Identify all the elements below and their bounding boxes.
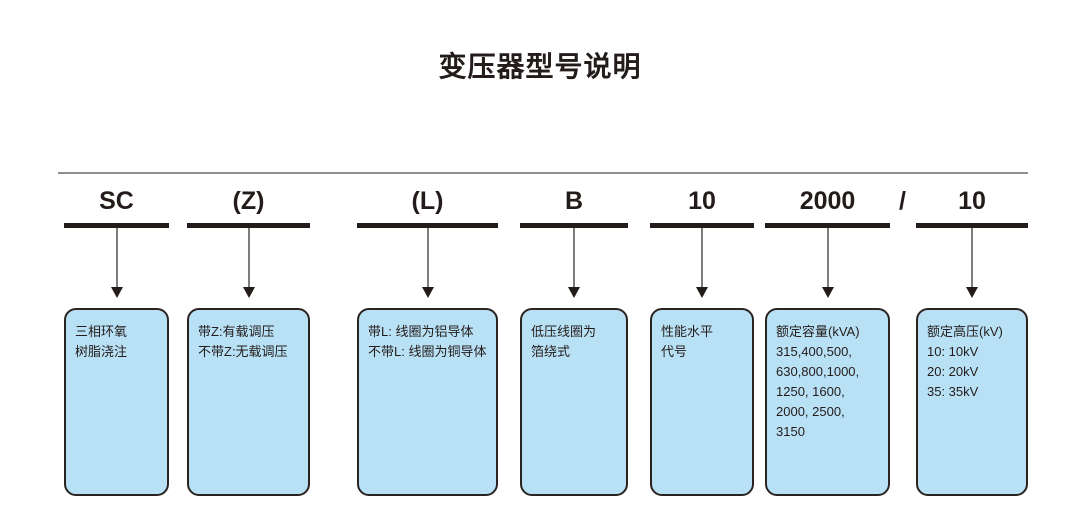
- arrow-shaft-low-voltage-winding: [573, 228, 575, 288]
- description-line: 带L: 线圈为铝导体: [368, 324, 474, 339]
- code-group-low-voltage-winding: B: [520, 185, 628, 228]
- arrow-shaft-winding-conductor: [426, 228, 429, 288]
- description-line: 1250, 1600,: [776, 384, 845, 399]
- arrow-head-winding-conductor: [421, 287, 434, 298]
- description-line: 带Z:有载调压: [198, 324, 275, 339]
- description-line: 630,800,1000,: [776, 364, 860, 379]
- code-label-performance-level: 10: [688, 187, 716, 215]
- description-line: 额定容量(kVA): [776, 324, 860, 339]
- description-box-tap-changer: 带Z:有载调压不带Z:无载调压: [187, 308, 310, 496]
- code-underline-performance-level: [650, 223, 754, 228]
- description-line: 35: 35kV: [927, 384, 979, 399]
- arrow-head-rated-capacity: [821, 287, 834, 298]
- code-underline-tap-changer: [187, 223, 310, 228]
- description-line: 不带L: 线圈为铜导体: [368, 344, 487, 359]
- arrow-shaft-tap-changer: [247, 228, 250, 288]
- arrow-head-performance-level: [696, 287, 708, 298]
- code-label-rated-high-voltage: 10: [958, 187, 986, 215]
- description-line: 315,400,500,: [776, 344, 852, 359]
- description-line: 额定高压(kV): [927, 324, 1003, 339]
- description-box-three-phase-epoxy-resin: 三相环氧树脂浇注: [64, 308, 169, 496]
- arrow-shaft-three-phase-epoxy-resin: [115, 228, 118, 288]
- description-box-winding-conductor: 带L: 线圈为铝导体不带L: 线圈为铜导体: [357, 308, 498, 496]
- arrow-shaft-rated-capacity: [826, 228, 829, 288]
- description-line: 三相环氧: [75, 324, 128, 339]
- arrow-shaft-performance-level: [701, 228, 703, 288]
- description-box-rated-capacity: 额定容量(kVA) 315,400,500, 630,800,1000, 1250, …: [765, 308, 890, 496]
- code-label-low-voltage-winding: B: [564, 187, 584, 215]
- code-group-tap-changer: (Z): [187, 185, 310, 228]
- page-title: 变压器型号说明: [438, 50, 642, 82]
- description-line: 不带Z:无载调压: [198, 344, 288, 359]
- description-box-performance-level: 性能水平代号: [650, 308, 754, 496]
- code-label-three-phase-epoxy-resin: SC: [99, 187, 134, 215]
- code-label-tap-changer: (Z): [232, 187, 265, 215]
- description-box-rated-high-voltage: 额定高压(kV) 10: 10kV 20: 20kV 35: 35kV: [916, 308, 1028, 496]
- code-group-rated-capacity: 2000: [765, 185, 890, 228]
- header-divider: [58, 172, 1028, 174]
- code-underline-winding-conductor: [357, 223, 498, 228]
- arrow-head-tap-changer: [242, 287, 255, 298]
- description-line: 2000, 2500,: [776, 404, 845, 419]
- arrow-head-low-voltage-winding: [568, 287, 580, 298]
- description-line: 代号: [661, 344, 688, 359]
- description-line: 箔绕式: [531, 344, 571, 359]
- code-underline-rated-high-voltage: [916, 223, 1028, 228]
- code-group-rated-high-voltage: 10: [916, 185, 1028, 228]
- code-separator-slash: /: [899, 187, 906, 215]
- code-group-performance-level: 10: [650, 185, 754, 228]
- description-line: 低压线圈为: [531, 324, 597, 339]
- description-box-low-voltage-winding: 低压线圈为箔绕式: [520, 308, 628, 496]
- code-underline-three-phase-epoxy-resin: [64, 223, 169, 228]
- description-line: 性能水平: [661, 324, 714, 339]
- arrow-head-rated-high-voltage: [966, 287, 978, 298]
- code-group-winding-conductor: (L): [357, 185, 498, 228]
- arrow-head-three-phase-epoxy-resin: [110, 287, 123, 298]
- code-underline-low-voltage-winding: [520, 223, 628, 228]
- description-line: 树脂浇注: [75, 344, 128, 359]
- description-line: 10: 10kV: [927, 344, 979, 359]
- code-underline-rated-capacity: [765, 223, 890, 228]
- code-group-three-phase-epoxy-resin: SC: [64, 185, 169, 228]
- code-label-winding-conductor: (L): [411, 187, 444, 215]
- description-line: 20: 20kV: [927, 364, 979, 379]
- arrow-shaft-rated-high-voltage: [971, 228, 973, 288]
- description-line: 3150: [776, 424, 805, 439]
- code-label-rated-capacity: 2000: [799, 187, 856, 215]
